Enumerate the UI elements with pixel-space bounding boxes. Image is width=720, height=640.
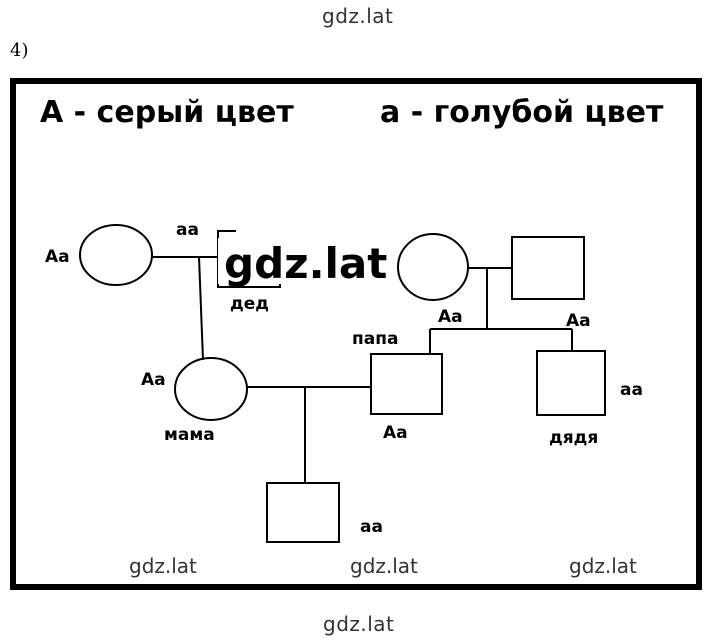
descent-line-mother xyxy=(198,256,204,361)
mother-label: мама xyxy=(164,425,215,445)
watermark-top: gdz.lat xyxy=(322,4,394,28)
father-square xyxy=(370,353,443,415)
uncle-genotype-top: Аа xyxy=(566,311,591,331)
diagram-frame xyxy=(10,78,702,590)
uncle-genotype: аа xyxy=(620,380,643,400)
watermark-bottom: gdz.lat xyxy=(323,612,395,636)
grandfather-left-genotype: аа xyxy=(176,220,199,240)
grandmother-left-genotype: Аа xyxy=(45,247,70,267)
mother-genotype: Аа xyxy=(141,370,166,390)
grandmother-left-circle xyxy=(79,224,153,286)
grandfather-left-label: дед xyxy=(230,294,269,314)
uncle-label: дядя xyxy=(549,428,598,448)
watermark-inner-center: gdz.lat xyxy=(350,554,418,578)
task-number: 4) xyxy=(10,40,29,61)
grandmother-right-circle xyxy=(397,233,469,301)
grandfather-right-square xyxy=(511,236,585,300)
uncle-square xyxy=(536,350,606,416)
watermark-inner-left: gdz.lat xyxy=(129,554,197,578)
legend-recessive: а - голубой цвет xyxy=(380,95,664,130)
child-square xyxy=(266,482,340,543)
child-genotype: аа xyxy=(360,517,383,537)
father-genotype-top: Аа xyxy=(438,307,463,327)
father-genotype: Аа xyxy=(383,423,408,443)
watermark-inner-right: gdz.lat xyxy=(569,554,637,578)
watermark-center: gdz.lat xyxy=(224,239,387,288)
mother-circle xyxy=(174,357,248,421)
father-label: папа xyxy=(352,329,398,349)
legend-dominant: А - серый цвет xyxy=(40,95,294,130)
watermark-backdrop xyxy=(218,238,388,284)
